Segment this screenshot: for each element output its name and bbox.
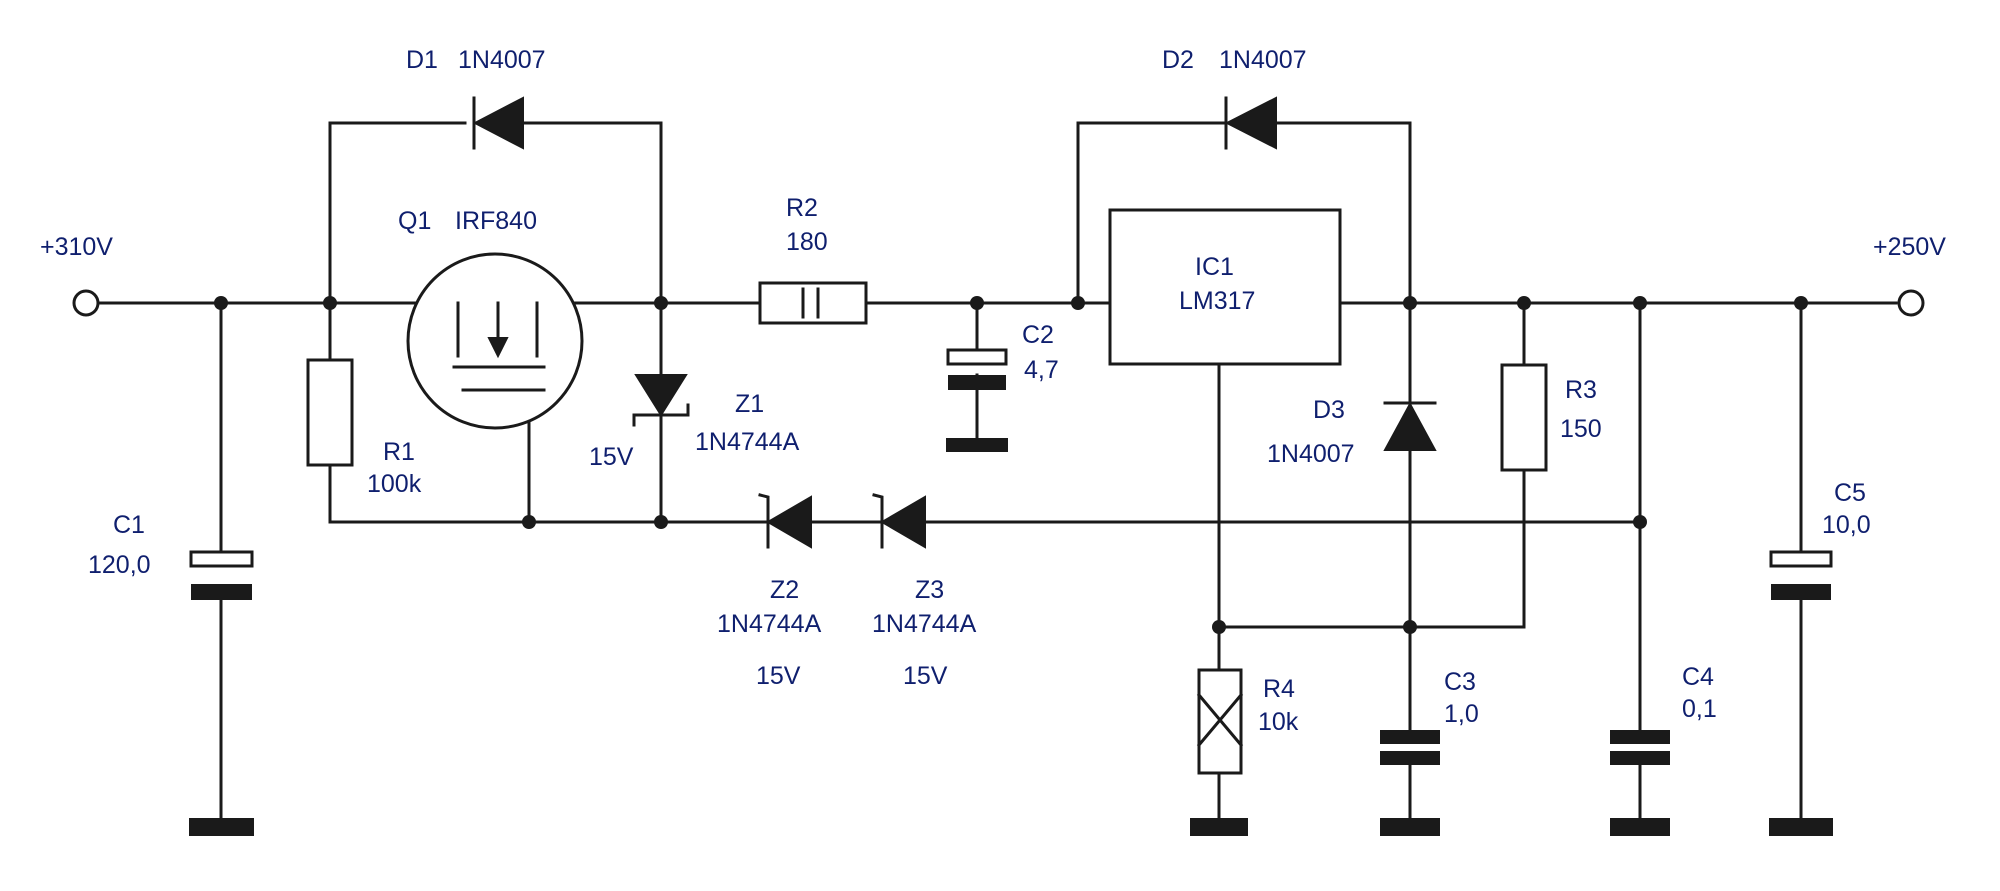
d2-ref: D2: [1162, 46, 1194, 74]
z1-ref: Z1: [735, 390, 764, 418]
r2-value: 180: [786, 228, 828, 256]
c3-value: 1,0: [1444, 700, 1479, 728]
junction-dot: [214, 296, 228, 310]
resistor-r4: R4 10k: [1190, 668, 1299, 836]
capacitor-c1: C1 120,0: [88, 511, 254, 836]
input-voltage-label: +310V: [40, 233, 113, 261]
c2-value: 4,7: [1024, 356, 1059, 384]
ic1-part: LM317: [1179, 287, 1255, 315]
output-terminal: +250V: [1873, 233, 1946, 317]
r4-value: 10k: [1258, 708, 1299, 736]
c4-ref: C4: [1682, 663, 1714, 691]
junction-dot: [1403, 296, 1417, 310]
d3-ref: D3: [1313, 396, 1345, 424]
resistor-r3: R3 150: [1500, 363, 1602, 472]
junction-dot: [323, 296, 337, 310]
junction-dot: [1633, 515, 1647, 529]
z3-ref: Z3: [915, 576, 944, 604]
junction-dot: [654, 515, 668, 529]
diode-d3: D3 1N4007: [1267, 396, 1437, 468]
input-terminal: +310V: [40, 233, 113, 317]
zener-z3: Z3 1N4744A 15V: [872, 493, 977, 690]
junction-dot: [970, 296, 984, 310]
z2-ref: Z2: [770, 576, 799, 604]
r1-value: 100k: [367, 470, 422, 498]
r3-ref: R3: [1565, 376, 1597, 404]
ic1-ref: IC1: [1195, 253, 1234, 281]
d1-part: 1N4007: [458, 46, 546, 74]
diode-d1: D1 1N4007: [406, 46, 546, 150]
r2-ref: R2: [786, 194, 818, 222]
c5-ref: C5: [1834, 479, 1866, 507]
junction-dot: [522, 515, 536, 529]
wiring: [97, 121, 1898, 820]
junction-dot: [1403, 620, 1417, 634]
z2-part: 1N4744A: [717, 610, 822, 638]
c4-value: 0,1: [1682, 695, 1717, 723]
junction-dot: [1071, 296, 1085, 310]
junction-dot: [1517, 296, 1531, 310]
z1-voltage: 15V: [589, 443, 634, 471]
r1-ref: R1: [383, 438, 415, 466]
c3-ref: C3: [1444, 668, 1476, 696]
z1-part: 1N4744A: [695, 428, 800, 456]
resistor-r2: R2 180: [758, 194, 868, 325]
regulator-ic1: IC1 LM317: [1108, 208, 1342, 366]
capacitor-c3: C3 1,0: [1380, 668, 1479, 836]
diode-d2: D2 1N4007: [1162, 46, 1307, 150]
d2-part: 1N4007: [1219, 46, 1307, 74]
mosfet-q1: Q1 IRF840: [398, 207, 584, 430]
q1-ref: Q1: [398, 207, 431, 235]
capacitor-c2: C2 4,7: [946, 321, 1059, 452]
output-voltage-label: +250V: [1873, 233, 1946, 261]
z3-voltage: 15V: [903, 662, 948, 690]
z3-part: 1N4744A: [872, 610, 977, 638]
c1-ref: C1: [113, 511, 145, 539]
c1-value: 120,0: [88, 551, 151, 579]
z2-voltage: 15V: [756, 662, 801, 690]
q1-part: IRF840: [455, 207, 537, 235]
junction-dots: [214, 296, 1808, 634]
d1-ref: D1: [406, 46, 438, 74]
capacitor-c5: C5 10,0: [1769, 479, 1871, 836]
r4-ref: R4: [1263, 675, 1295, 703]
zener-z2: Z2 1N4744A 15V: [717, 493, 822, 690]
c5-value: 10,0: [1822, 511, 1871, 539]
c2-ref: C2: [1022, 321, 1054, 349]
junction-dot: [654, 296, 668, 310]
capacitor-c4: C4 0,1: [1610, 663, 1717, 836]
d3-part: 1N4007: [1267, 440, 1355, 468]
resistor-r1: R1 100k: [306, 358, 422, 498]
junction-dot: [1212, 620, 1226, 634]
r3-value: 150: [1560, 415, 1602, 443]
zener-z1: Z1 1N4744A 15V: [589, 374, 800, 471]
junction-dot: [1794, 296, 1808, 310]
junction-dot: [1633, 296, 1647, 310]
